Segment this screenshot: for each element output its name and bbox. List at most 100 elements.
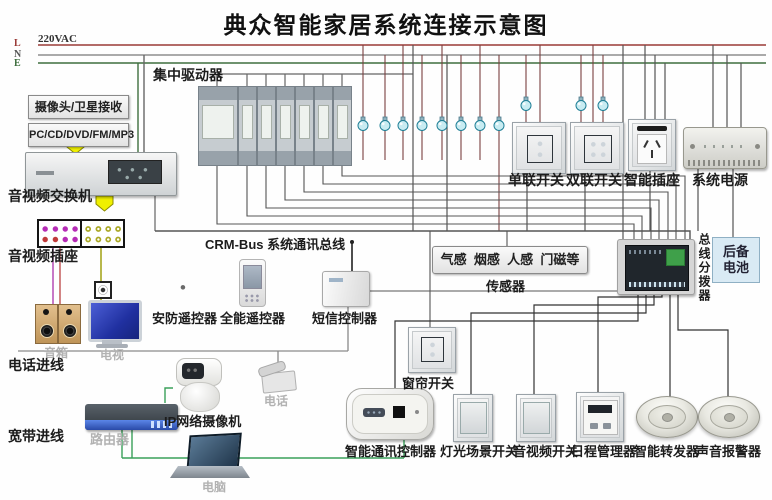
light-scene-switch-device [453, 394, 493, 442]
double-switch-label: 双联开关 [566, 172, 622, 188]
socket-pin-hole [643, 139, 649, 149]
universal-remote-label: 全能遥控器 [220, 311, 286, 326]
av-switcher-panel [108, 160, 162, 184]
schedule-display [588, 405, 612, 413]
video-outlet-box [94, 281, 112, 299]
smart-socket-label: 智能插座 [624, 172, 680, 188]
driver-module-wide [198, 86, 238, 166]
schedule-manager-label: 日程管理器 [571, 444, 637, 459]
system-power-label: 系统电源 [692, 172, 748, 188]
line-e-label: E [14, 58, 21, 69]
av-socket-yellow [80, 219, 125, 248]
vent-row [688, 160, 762, 166]
central-driver-label: 集中驱动器 [153, 67, 223, 83]
driver-module [257, 86, 276, 166]
tv-label: 电视 [100, 348, 125, 362]
screw-icon [690, 144, 695, 149]
sms-controller-device [322, 271, 370, 307]
pin-row [629, 250, 663, 254]
led-dot [415, 410, 419, 414]
mains-bus-lines [38, 44, 766, 64]
voltage-label: 220VAC [38, 33, 77, 45]
led-row [704, 145, 746, 148]
sound-alarm-label: 声音报警器 [696, 444, 762, 459]
speaker-left [35, 304, 58, 344]
driver-module [276, 86, 295, 166]
telephone-label: 电话 [264, 394, 289, 408]
comm-controller-device [346, 388, 434, 440]
driver-module [295, 86, 314, 166]
smart-socket-face [637, 134, 667, 164]
smart-repeater-device [636, 396, 698, 438]
page-title: 典众智能家居系统连接示意图 [223, 13, 549, 38]
av-switch-label: 音视频开关 [513, 444, 579, 459]
crm-bus-label: CRM-Bus 系统通讯总线 [205, 237, 346, 252]
driver-module [314, 86, 333, 166]
av-switcher-label: 音视频交换机 [8, 188, 92, 204]
line-l-label: L [14, 38, 21, 49]
backup-battery-device: 后备电池 [712, 237, 760, 283]
light-scene-switch-label: 灯光场景开关 [440, 444, 519, 459]
security-remote-label: 安防遥控器 [152, 311, 218, 326]
terminal-block [666, 249, 685, 266]
curtain-switch-label: 窗帘开关 [402, 376, 455, 391]
bus-splitter-label: 总线分拨器 [697, 233, 711, 303]
driver-module [333, 86, 352, 166]
security-remote-device [169, 274, 205, 312]
ip-camera-label: IP网络摄像机 [164, 414, 242, 429]
laptop-label: 电脑 [202, 480, 227, 494]
terminal-row [629, 282, 685, 287]
single-switch-device [512, 122, 566, 174]
av-socket-magenta [37, 219, 82, 248]
backup-battery-label: 后备电池 [722, 243, 749, 275]
av-switcher-vent [36, 171, 54, 175]
speaker-right [58, 304, 81, 344]
av-switch-device [516, 394, 556, 442]
line-n-label: N [14, 49, 22, 60]
rj-port [393, 406, 405, 418]
curtain-switch-panel [421, 337, 444, 362]
smart-socket-device [628, 119, 676, 171]
sound-alarm-device [698, 396, 760, 438]
schedule-button [590, 423, 598, 429]
schedule-face [583, 400, 618, 435]
sms-controller-display [329, 278, 343, 282]
lamp-drop-wires [362, 45, 604, 231]
comm-controller-label: 智能通讯控制器 [345, 444, 437, 459]
tv-device [88, 300, 142, 342]
sensors-label: 传感器 [486, 279, 526, 294]
light-scene-panel [460, 402, 487, 434]
socket-pin-hole [655, 139, 661, 149]
schedule-manager-device [576, 392, 624, 442]
ip-camera-lens [182, 363, 204, 379]
sms-controller-label: 短信控制器 [312, 311, 378, 326]
antenna-icon [350, 240, 354, 271]
pc-media-box: PC/CD/DVD/FM/MP3 [28, 123, 134, 147]
av-switch-panel [523, 402, 550, 434]
driver-module [238, 86, 257, 166]
universal-remote-buttons [243, 293, 261, 303]
serial-port [363, 408, 385, 417]
av-switcher-device [25, 152, 177, 196]
single-switch-panel [527, 135, 553, 163]
screw-icon [755, 144, 760, 149]
double-switch-device [570, 122, 624, 174]
ip-camera-body [180, 382, 220, 412]
laptop-base [170, 466, 250, 478]
universal-remote-screen [243, 265, 262, 289]
router-label: 路由器 [90, 432, 130, 447]
av-socket-label: 音视频插座 [8, 248, 78, 264]
broadband-in-label: 宽带进线 [8, 428, 64, 444]
phone-line-in-label: 电话进线 [8, 357, 64, 373]
curtain-switch-device [408, 327, 456, 373]
universal-remote-device [239, 259, 266, 307]
sensor-types-box: 气感 烟感 人感 门磁等 [432, 246, 588, 274]
schedule-button [603, 423, 611, 429]
double-switch-panel [584, 135, 612, 163]
bus-splitter-device [617, 239, 695, 295]
system-power-device [683, 127, 767, 169]
single-switch-label: 单联开关 [508, 172, 564, 188]
smart-repeater-label: 智能转发器 [634, 444, 700, 459]
bus-splitter-pcb [625, 245, 689, 291]
